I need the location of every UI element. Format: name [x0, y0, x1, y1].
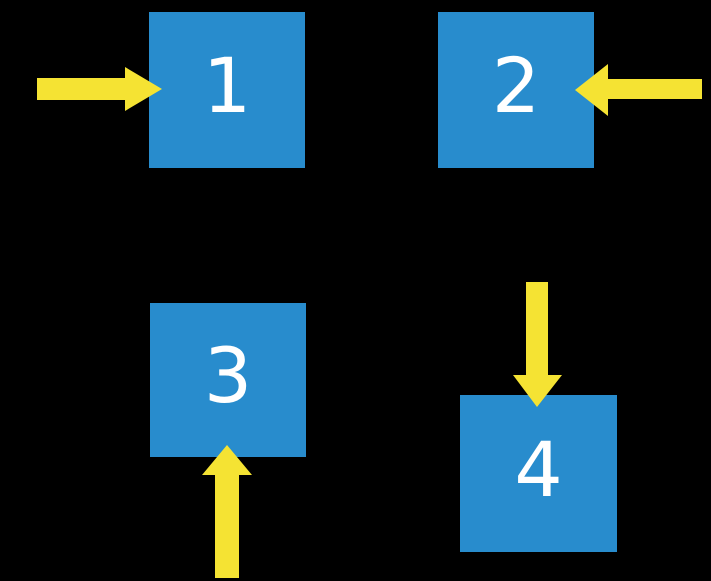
square-4: 4 [460, 395, 617, 552]
square-1: 1 [149, 12, 305, 168]
square-2-label: 2 [491, 41, 541, 130]
square-1-label: 1 [202, 41, 252, 130]
arrow-down-icon [513, 282, 562, 407]
arrow-right-icon [37, 67, 162, 111]
square-3: 3 [150, 303, 306, 457]
square-4-label: 4 [514, 424, 563, 514]
arrow-left-icon [575, 64, 702, 116]
arrow-up-icon [202, 445, 252, 578]
square-3-label: 3 [203, 331, 253, 420]
square-2: 2 [438, 12, 594, 168]
